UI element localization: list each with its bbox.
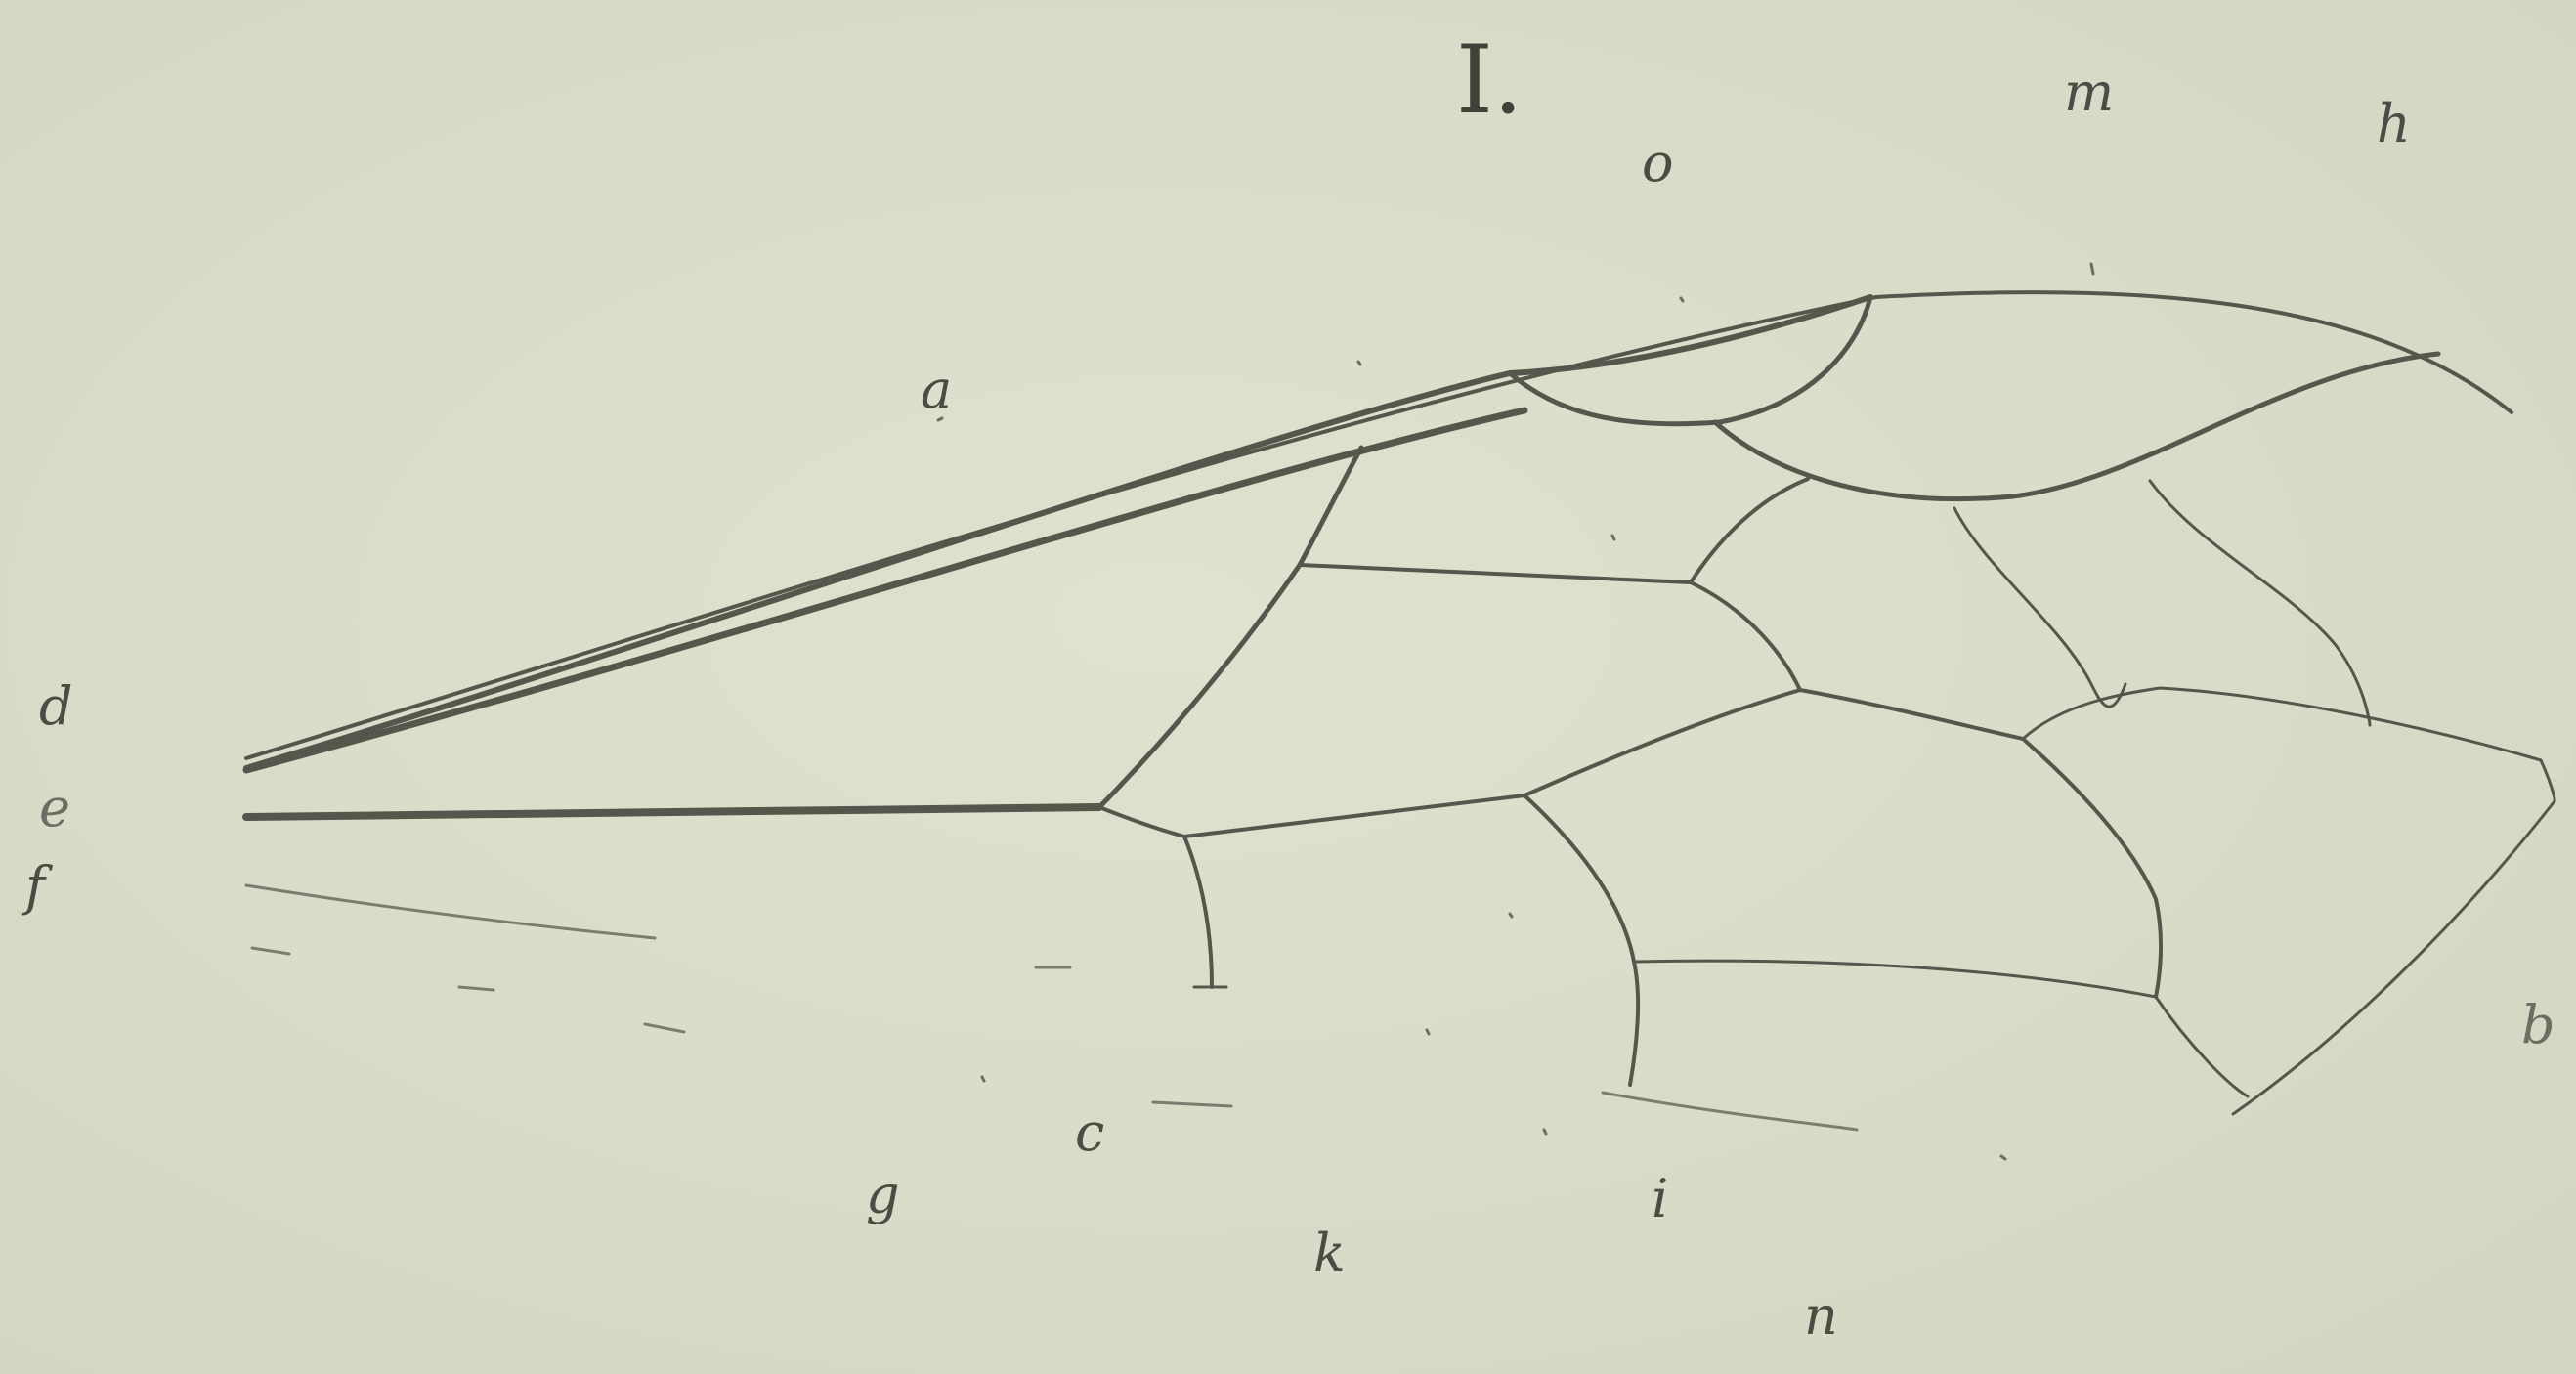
- discoidal-vein-2: [1634, 961, 2156, 997]
- anal-vein-1: [246, 885, 655, 938]
- brachial-vein: [1184, 837, 1212, 987]
- recurrent-vein-1: [1954, 508, 2125, 707]
- apical-cross: [2156, 997, 2248, 1096]
- label-b: b: [2521, 999, 2555, 1052]
- label-e: e: [39, 782, 70, 835]
- apical-margin: [2233, 760, 2555, 1114]
- label-m: m: [2064, 66, 2114, 119]
- figure-number: I.: [1456, 33, 1523, 127]
- discoidal-vein-3: [2023, 739, 2161, 997]
- label-i: i: [1652, 1173, 1668, 1225]
- label-h: h: [2377, 98, 2411, 150]
- anal-vein-2: [252, 948, 289, 954]
- cross-vein-1: [1300, 565, 1691, 582]
- label-n: n: [1804, 1290, 1838, 1343]
- label-d: d: [39, 680, 73, 733]
- radius-vein: [246, 410, 1524, 770]
- anal-vein-4: [645, 1024, 684, 1032]
- cross-vein-2b: [1691, 582, 1800, 690]
- label-k: k: [1313, 1227, 1346, 1280]
- median-vein: [246, 807, 1099, 817]
- label-c: c: [1075, 1106, 1104, 1159]
- label-f: f: [25, 860, 45, 913]
- third-cubital-vein: [2023, 688, 2541, 760]
- discoidal-vein-1: [1524, 795, 1638, 1085]
- anal-vein-3: [459, 987, 494, 990]
- basal-vein: [1099, 448, 1361, 807]
- subcostal-vein: [246, 297, 1870, 768]
- anal-vein-6: [1153, 1102, 1231, 1106]
- label-g: g: [866, 1169, 900, 1222]
- cross-vein-2: [1691, 479, 1808, 582]
- label-a: a: [921, 364, 952, 416]
- cubital-vein: [1099, 690, 2023, 837]
- anal-vein-7: [1603, 1093, 1857, 1130]
- label-o: o: [1642, 137, 1674, 190]
